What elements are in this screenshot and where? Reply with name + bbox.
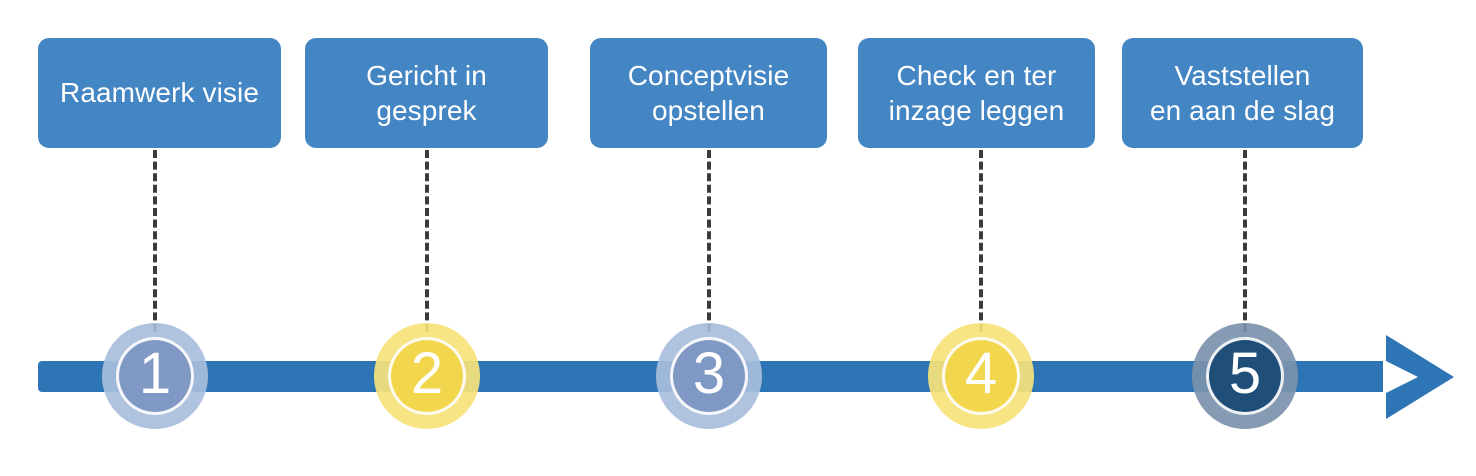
milestone-inner-4: 4 [942, 337, 1020, 415]
step-box-5[interactable]: Vaststellen en aan de slag [1122, 38, 1363, 148]
arrow-right-icon [1386, 335, 1454, 419]
step-box-2[interactable]: Gericht in gesprek [305, 38, 548, 148]
milestone-inner-1: 1 [116, 337, 194, 415]
milestone-number-1: 1 [138, 341, 172, 406]
milestone-circle-1[interactable]: 1 [102, 323, 208, 429]
connector-line-5 [1243, 150, 1247, 332]
arrow-right-shape [1386, 335, 1454, 419]
step-label-3: Conceptvisie opstellen [627, 59, 790, 126]
milestone-inner-5: 5 [1206, 337, 1284, 415]
milestone-number-5: 5 [1228, 341, 1262, 406]
step-box-4[interactable]: Check en ter inzage leggen [858, 38, 1095, 148]
milestone-circle-2[interactable]: 2 [374, 323, 480, 429]
connector-line-1 [153, 150, 157, 332]
connector-line-3 [707, 150, 711, 332]
connector-line-4 [979, 150, 983, 332]
milestone-circle-4[interactable]: 4 [928, 323, 1034, 429]
milestone-inner-3: 3 [670, 337, 748, 415]
milestone-circle-3[interactable]: 3 [656, 323, 762, 429]
connector-line-2 [425, 150, 429, 332]
step-box-1[interactable]: Raamwerk visie [38, 38, 281, 148]
step-box-3[interactable]: Conceptvisie opstellen [590, 38, 827, 148]
milestone-circle-5[interactable]: 5 [1192, 323, 1298, 429]
step-label-4: Check en ter inzage leggen [888, 59, 1065, 126]
milestone-number-3: 3 [692, 341, 726, 406]
milestone-number-2: 2 [410, 341, 444, 406]
step-label-5: Vaststellen en aan de slag [1149, 59, 1336, 126]
step-label-1: Raamwerk visie [60, 77, 259, 109]
milestone-inner-2: 2 [388, 337, 466, 415]
milestone-number-4: 4 [964, 341, 998, 406]
step-label-2: Gericht in gesprek [366, 59, 487, 126]
